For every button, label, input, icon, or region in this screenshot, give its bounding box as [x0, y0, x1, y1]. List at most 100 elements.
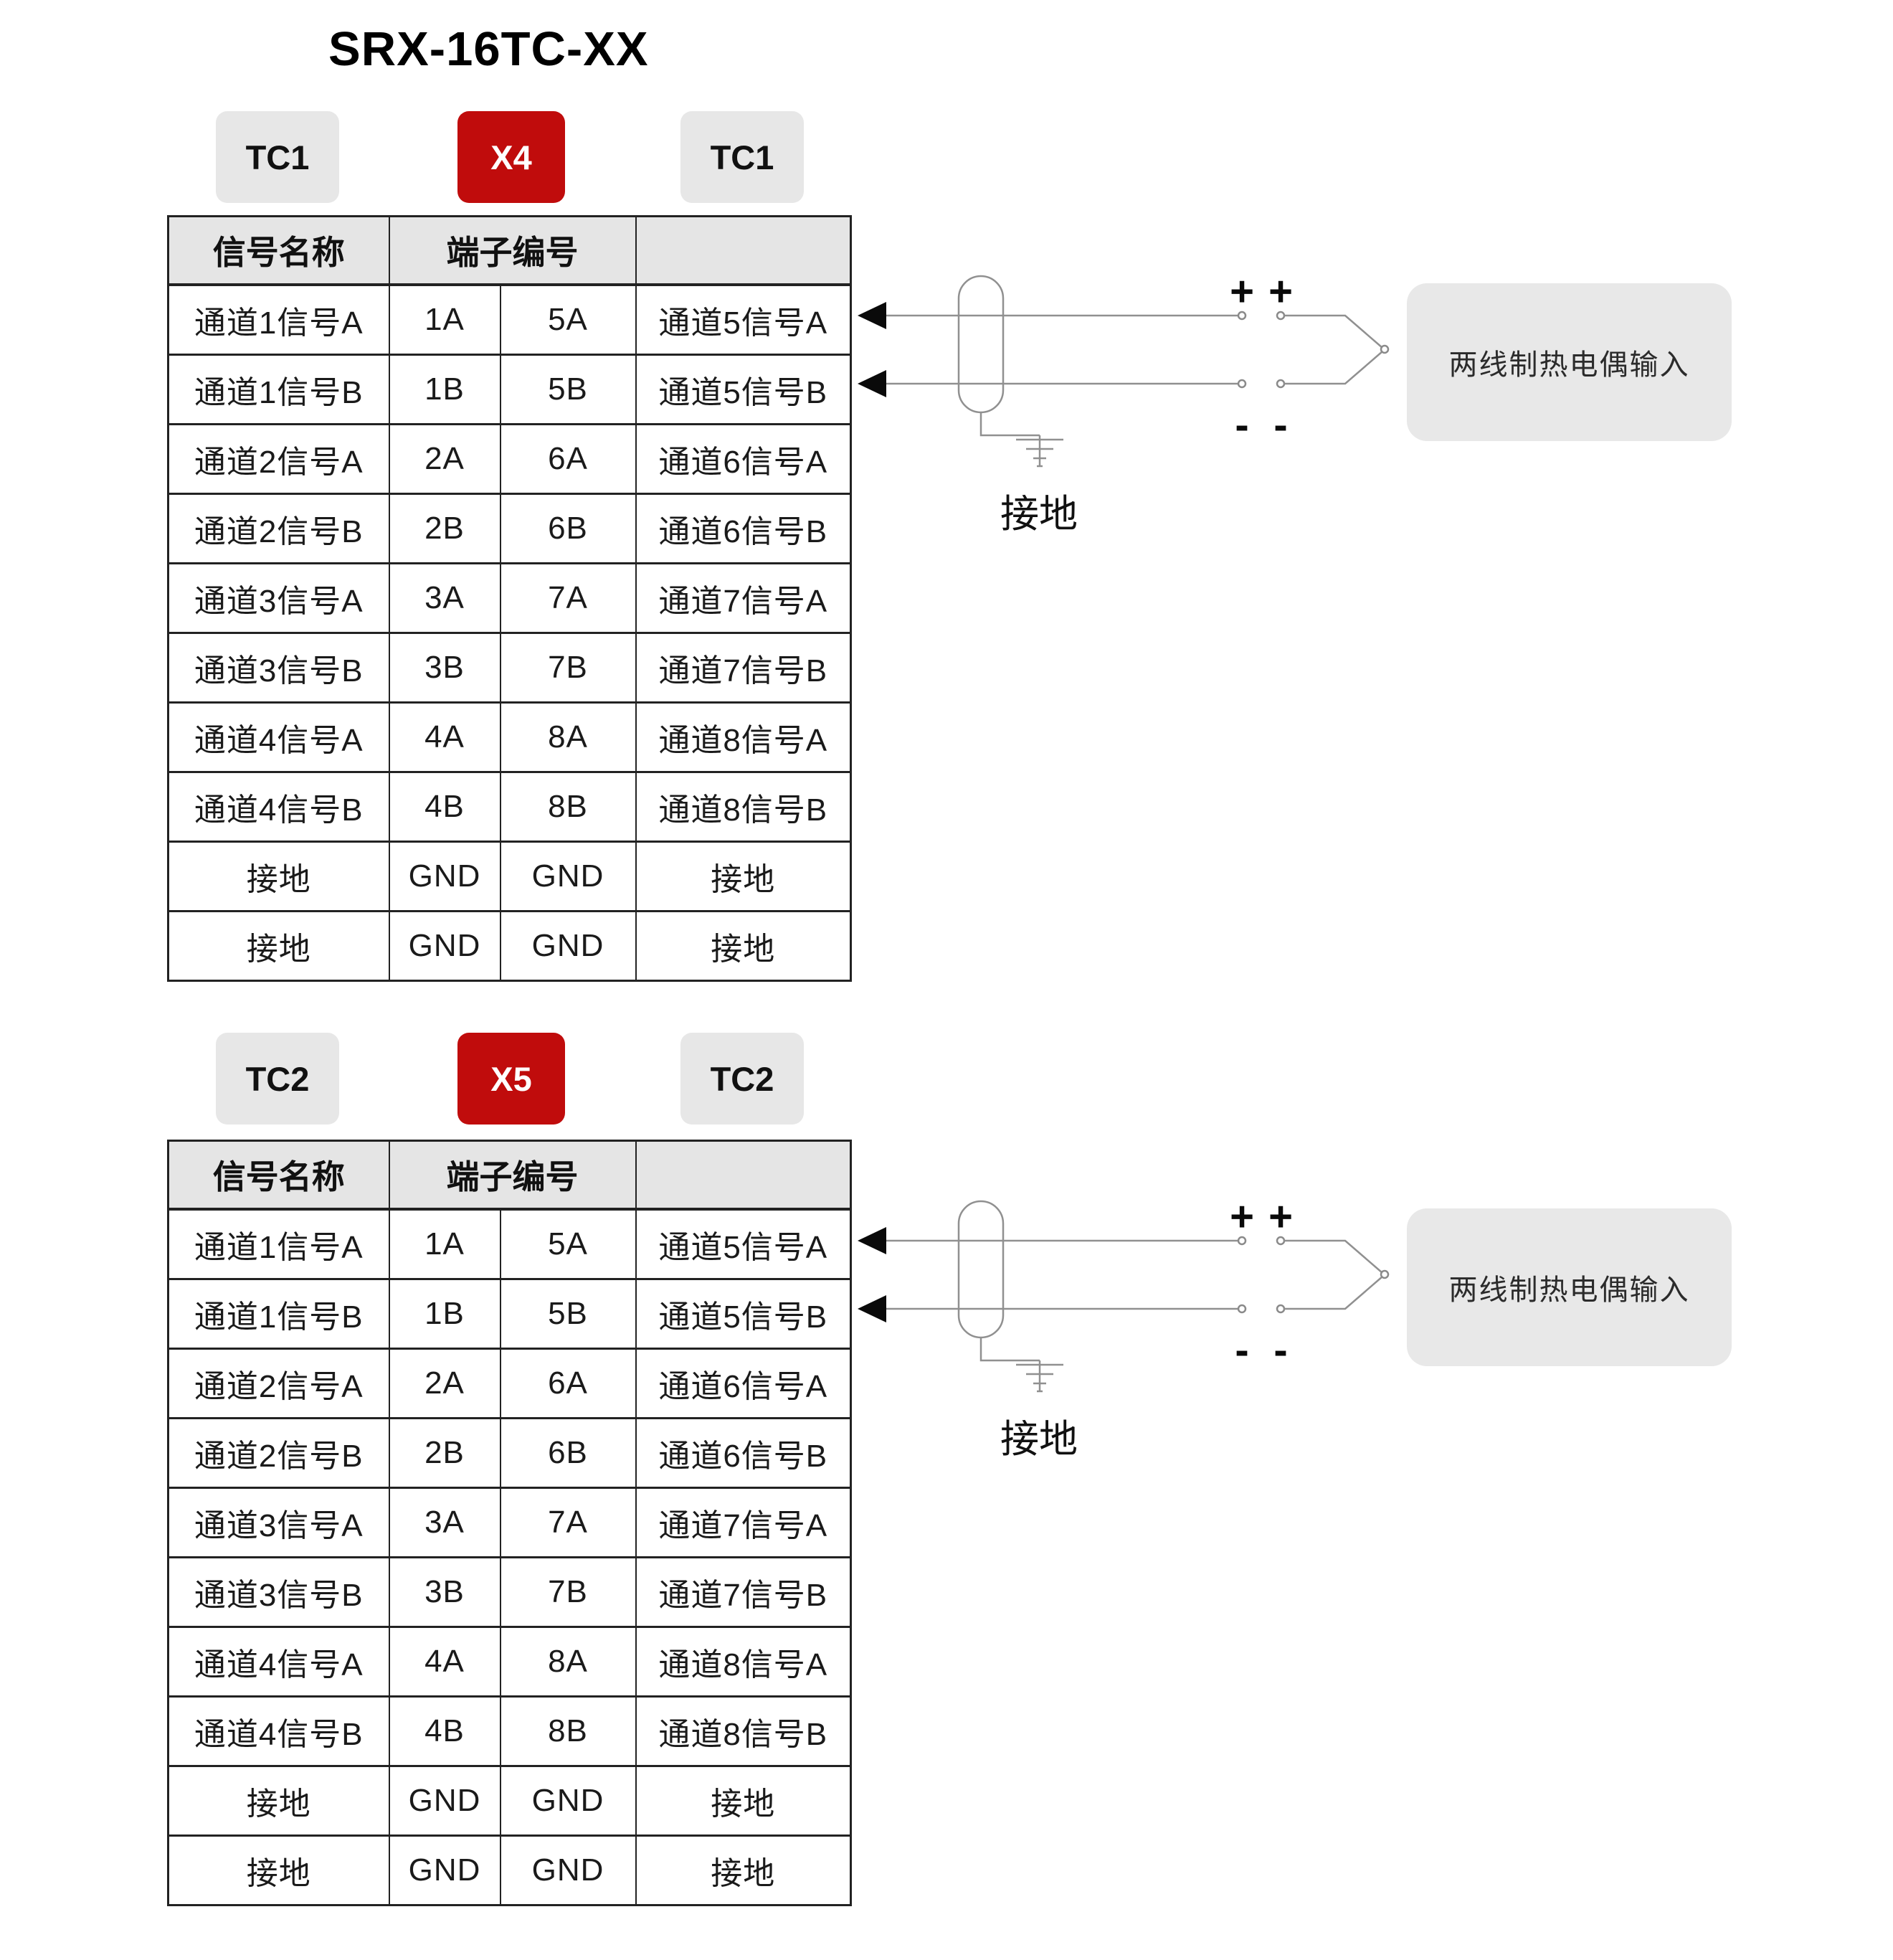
- ground-icon: [979, 1338, 1063, 1393]
- wire-line: [1284, 351, 1383, 385]
- cell-signal-name: 通道6信号B: [635, 493, 852, 564]
- cell-signal-name: 通道1信号A: [167, 1208, 390, 1280]
- cell-terminal: 4A: [388, 1626, 501, 1698]
- cell-signal-name: 通道3信号A: [167, 1487, 390, 1558]
- connector-badge-tc1-right: TC1: [680, 111, 804, 203]
- terminal-circle: [1237, 1236, 1247, 1246]
- wire-line: [1284, 314, 1383, 349]
- cell-signal-name: 通道4信号B: [167, 1695, 390, 1767]
- cell-signal-name: 通道2信号B: [167, 493, 390, 564]
- cell-signal-name: 通道4信号A: [167, 701, 390, 773]
- col-header-terminal-number: 端子编号: [388, 215, 637, 286]
- cable-shield-icon: [957, 275, 1005, 414]
- cell-signal-name: 通道8信号B: [635, 771, 852, 843]
- terminal-circle: [1237, 311, 1247, 321]
- cell-terminal: 5B: [499, 1278, 637, 1350]
- ground-label: 接地: [1000, 493, 1078, 536]
- thermocouple-input-box: 两线制热电偶输入: [1407, 1208, 1732, 1366]
- cell-terminal: GND: [499, 910, 637, 982]
- cell-terminal: 3A: [388, 1487, 501, 1558]
- cell-signal-name: 通道2信号A: [167, 423, 390, 495]
- cell-terminal: 6A: [499, 1348, 637, 1419]
- table-header-row: 信号名称 端子编号: [167, 1140, 852, 1211]
- polarity-minus-label: -: [1273, 1327, 1287, 1373]
- cell-terminal: 1A: [388, 283, 501, 356]
- cell-terminal: 6B: [499, 1417, 637, 1489]
- cell-signal-name: 通道7信号A: [635, 1487, 852, 1558]
- polarity-plus-label: +: [1268, 1193, 1293, 1240]
- cell-signal-name: 通道8信号A: [635, 701, 852, 773]
- table-header-row: 信号名称 端子编号: [167, 215, 852, 286]
- terminal-circle: [1276, 1304, 1286, 1314]
- cell-terminal: 2B: [388, 493, 501, 564]
- connector-badge-tc2-left: TC2: [216, 1033, 339, 1125]
- polarity-minus-label: -: [1235, 1327, 1248, 1373]
- terminal-circle: [1237, 379, 1247, 389]
- thermocouple-junction-icon: [1380, 344, 1390, 354]
- cell-signal-name: 通道1信号A: [167, 283, 390, 356]
- cell-terminal: GND: [388, 1765, 501, 1837]
- cell-signal-name: 通道8信号B: [635, 1695, 852, 1767]
- col-header-signal-name: 信号名称: [167, 215, 390, 286]
- terminal-circle: [1276, 311, 1286, 321]
- cell-signal-name: 通道5信号B: [635, 354, 852, 425]
- terminal-circle: [1276, 379, 1286, 389]
- cell-signal-name: 通道6信号B: [635, 1417, 852, 1489]
- ground-label: 接地: [1000, 1418, 1078, 1461]
- cell-signal-name: 通道5信号A: [635, 283, 852, 356]
- cell-signal-name: 通道4信号A: [167, 1626, 390, 1698]
- wire-line: [1284, 1276, 1383, 1310]
- terminal-circle: [1237, 1304, 1247, 1314]
- cell-signal-name: 通道2信号A: [167, 1348, 390, 1419]
- cell-terminal: 4B: [388, 1695, 501, 1767]
- cell-signal-name: 接地: [635, 1834, 852, 1906]
- thermocouple-wiring-diagram-2: + + - -: [858, 1193, 1390, 1393]
- cell-terminal: 1A: [388, 1208, 501, 1280]
- polarity-plus-label: +: [1268, 268, 1293, 315]
- cell-terminal: 6B: [499, 493, 637, 564]
- col-header-empty: [635, 1140, 852, 1211]
- cell-terminal: 8B: [499, 771, 637, 843]
- cell-signal-name: 通道8信号A: [635, 1626, 852, 1698]
- cell-signal-name: 接地: [167, 910, 390, 982]
- cell-signal-name: 接地: [635, 1765, 852, 1837]
- cell-signal-name: 通道5信号B: [635, 1278, 852, 1350]
- thermocouple-input-label: 两线制热电偶输入: [1448, 1274, 1690, 1306]
- ground-icon: [979, 412, 1063, 468]
- connector-badge-x4: X4: [457, 111, 565, 203]
- cell-terminal: 3A: [388, 562, 501, 634]
- cell-signal-name: 通道1信号B: [167, 354, 390, 425]
- cell-terminal: 7B: [499, 632, 637, 704]
- thermocouple-junction-icon: [1380, 1269, 1390, 1279]
- page-title: SRX-16TC-XX: [328, 22, 649, 76]
- thermocouple-input-label: 两线制热电偶输入: [1448, 349, 1690, 381]
- cell-signal-name: 通道7信号B: [635, 1556, 852, 1628]
- cell-signal-name: 通道1信号B: [167, 1278, 390, 1350]
- connector-badge-tc1-left: TC1: [216, 111, 339, 203]
- cell-terminal: 4A: [388, 701, 501, 773]
- polarity-minus-label: -: [1235, 402, 1248, 448]
- left-arrow-icon: [858, 370, 886, 397]
- col-header-empty: [635, 215, 852, 286]
- cell-terminal: 3B: [388, 632, 501, 704]
- cell-terminal: 5A: [499, 283, 637, 356]
- cell-terminal: GND: [388, 841, 501, 912]
- polarity-minus-label: -: [1273, 402, 1287, 448]
- cell-signal-name: 通道3信号B: [167, 632, 390, 704]
- cell-signal-name: 通道5信号A: [635, 1208, 852, 1280]
- cell-signal-name: 通道6信号A: [635, 423, 852, 495]
- cell-signal-name: 接地: [167, 841, 390, 912]
- left-arrow-icon: [858, 302, 886, 329]
